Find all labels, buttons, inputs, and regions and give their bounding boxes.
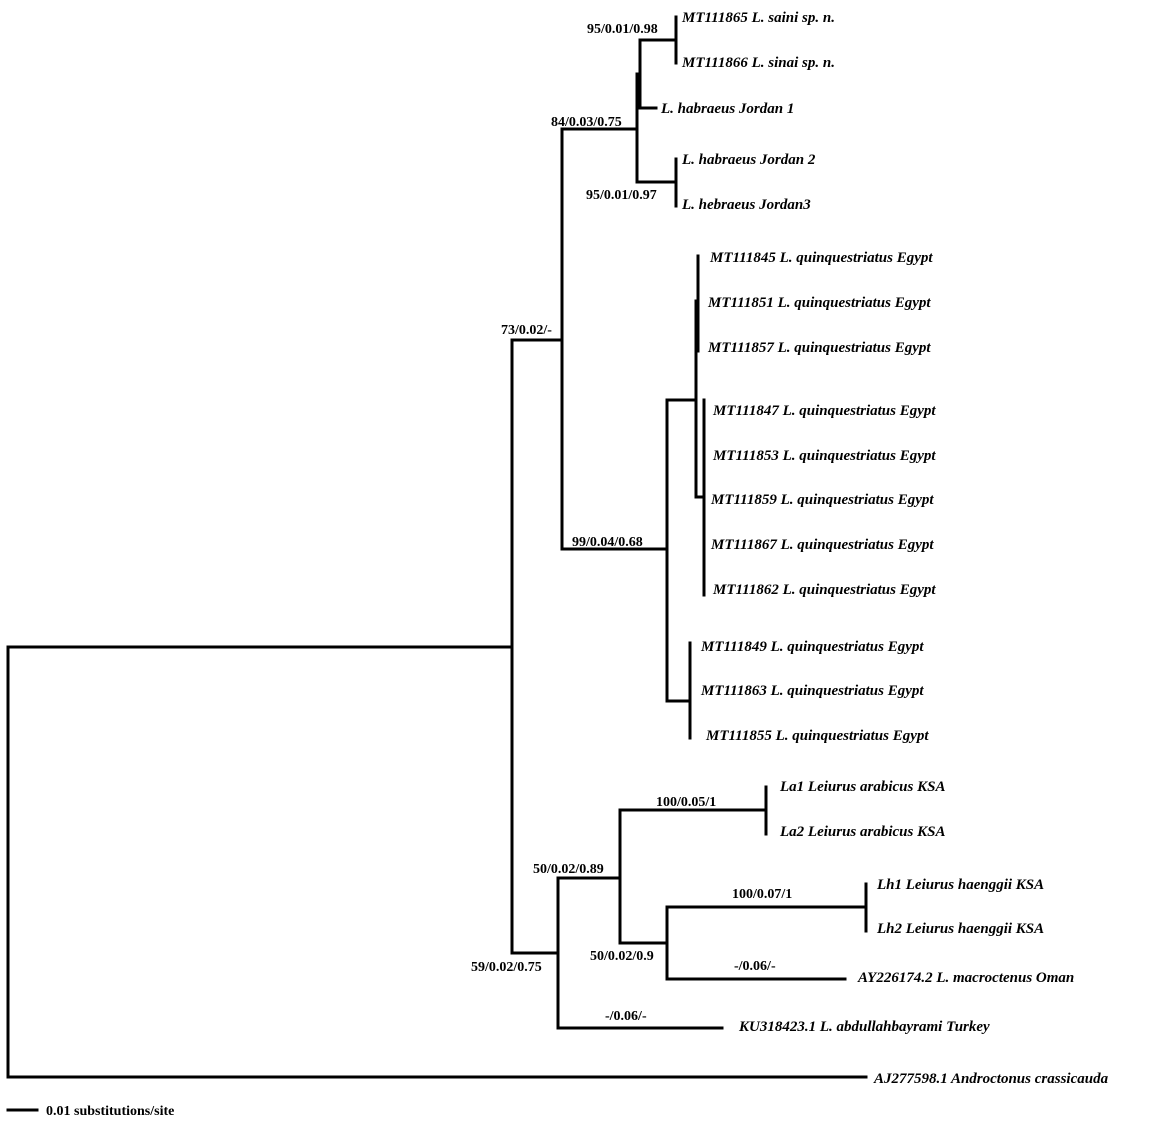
support-value: -/0.06/-	[734, 959, 776, 974]
leaf-label: MT111866 L. sinai sp. n.	[681, 55, 835, 71]
leaf-label: AJ277598.1 Androctonus crassicauda	[873, 1071, 1109, 1087]
leaf-label: MT111862 L. quinquestriatus Egypt	[712, 582, 936, 598]
support-value: 95/0.01/0.98	[587, 22, 658, 37]
leaf-label: MT111855 L. quinquestriatus Egypt	[705, 728, 929, 744]
leaf-label: MT111857 L. quinquestriatus Egypt	[707, 340, 931, 356]
support-value: 99/0.04/0.68	[572, 535, 643, 550]
support-value: 59/0.02/0.75	[471, 960, 542, 975]
leaf-label: MT111847 L. quinquestriatus Egypt	[712, 403, 936, 419]
support-value: 95/0.01/0.97	[586, 188, 657, 203]
leaf-label: L. habraeus Jordan 1	[660, 101, 794, 117]
support-value: -/0.06/-	[605, 1009, 647, 1024]
leaf-label: MT111859 L. quinquestriatus Egypt	[710, 492, 934, 508]
leaf-label: KU318423.1 L. abdullahbayrami Turkey	[738, 1019, 990, 1035]
leaf-labels: MT111865 L. saini sp. n. MT111866 L. sin…	[660, 10, 1109, 1087]
support-value: 50/0.02/0.9	[590, 949, 654, 964]
leaf-label: MT111851 L. quinquestriatus Egypt	[707, 295, 931, 311]
leaf-label: MT111865 L. saini sp. n.	[681, 10, 835, 26]
leaf-label: Lh2 Leiurus haenggii KSA	[876, 921, 1044, 937]
tree-branches	[6, 15, 868, 1112]
leaf-label: MT111853 L. quinquestriatus Egypt	[712, 448, 936, 464]
leaf-label: MT111863 L. quinquestriatus Egypt	[700, 683, 924, 699]
leaf-label: Lh1 Leiurus haenggii KSA	[876, 877, 1044, 893]
support-values: 95/0.01/0.98 84/0.03/0.75 95/0.01/0.97 7…	[471, 22, 792, 1024]
leaf-label: La2 Leiurus arabicus KSA	[779, 824, 945, 840]
leaf-label: MT111867 L. quinquestriatus Egypt	[710, 537, 934, 553]
support-value: 100/0.05/1	[656, 795, 716, 810]
leaf-label: AY226174.2 L. macroctenus Oman	[857, 970, 1074, 986]
leaf-label: MT111845 L. quinquestriatus Egypt	[709, 250, 933, 266]
scale-bar-label: 0.01 substitutions/site	[46, 1104, 174, 1119]
support-value: 100/0.07/1	[732, 887, 792, 902]
leaf-label: MT111849 L. quinquestriatus Egypt	[700, 639, 924, 655]
support-value: 73/0.02/-	[501, 323, 552, 338]
leaf-label: L. hebraeus Jordan3	[681, 197, 811, 213]
leaf-label: La1 Leiurus arabicus KSA	[779, 779, 945, 795]
support-value: 84/0.03/0.75	[551, 115, 622, 130]
leaf-label: L. habraeus Jordan 2	[681, 152, 816, 168]
support-value: 50/0.02/0.89	[533, 862, 604, 877]
